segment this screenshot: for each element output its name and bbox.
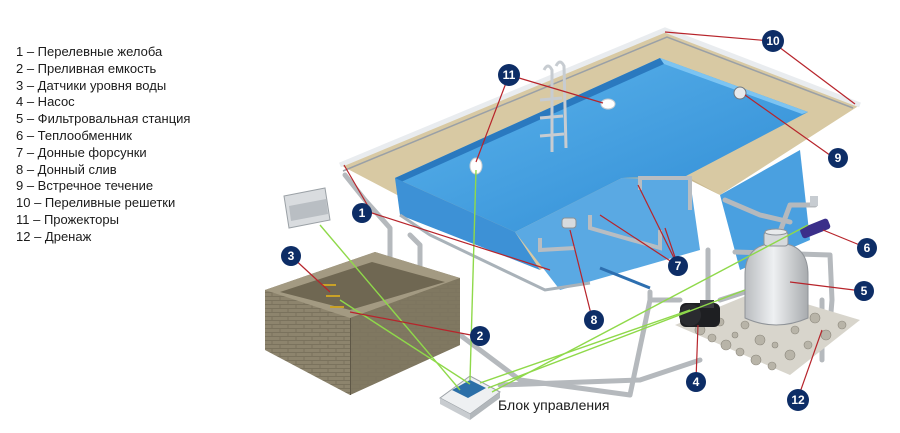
badge-12: 12 xyxy=(787,389,809,411)
legend-item: 6 – Теплообменник xyxy=(16,127,132,143)
svg-text:6: 6 xyxy=(864,241,871,255)
svg-text:4: 4 xyxy=(693,375,700,389)
svg-text:7: 7 xyxy=(675,259,682,273)
overflow-tank xyxy=(265,252,460,395)
badge-10: 10 xyxy=(762,30,784,52)
legend-item: 7 – Донные форсунки xyxy=(16,144,147,160)
legend-item: 12 – Дренаж xyxy=(16,228,92,244)
badge-5: 5 xyxy=(854,281,874,301)
svg-text:5: 5 xyxy=(861,284,868,298)
heat-exchanger xyxy=(800,196,831,239)
control-unit-label: Блок управления xyxy=(498,397,610,413)
badge-7: 7 xyxy=(668,256,688,276)
badge-11: 11 xyxy=(498,64,520,86)
pool-ladder xyxy=(539,60,568,152)
legend: 1 – Перелевные желоба 2 – Преливная емко… xyxy=(16,44,190,246)
sensor-box xyxy=(283,187,331,229)
svg-text:9: 9 xyxy=(835,151,842,165)
svg-text:12: 12 xyxy=(791,393,805,407)
legend-item: 10 – Переливные решетки xyxy=(16,195,176,211)
legend-item: 11 – Прожекторы xyxy=(16,211,119,227)
legend-item: 8 – Донный слив xyxy=(16,161,117,177)
svg-text:10: 10 xyxy=(766,34,780,48)
legend-item: 3 – Датчики уровня воды xyxy=(16,77,167,93)
filter-station xyxy=(744,228,809,326)
overflow-grate xyxy=(339,27,861,168)
badge-3: 3 xyxy=(281,246,301,266)
badge-1: 1 xyxy=(352,203,372,223)
badge-9: 9 xyxy=(828,148,848,168)
legend-item: 1 – Перелевные желоба xyxy=(16,44,163,59)
badge-2: 2 xyxy=(470,326,490,346)
pointer-lines xyxy=(290,31,868,399)
svg-text:1: 1 xyxy=(359,206,366,220)
legend-item: 5 – Фильтровальная станция xyxy=(16,111,191,127)
badge-4: 4 xyxy=(686,372,706,392)
bottom-jets xyxy=(538,176,692,253)
svg-text:8: 8 xyxy=(591,313,598,327)
water-level-sensors xyxy=(322,284,344,308)
pool-water xyxy=(395,58,808,232)
svg-text:2: 2 xyxy=(477,329,484,343)
projector xyxy=(600,98,616,110)
badge-6: 6 xyxy=(857,238,877,258)
legend-item: 2 – Преливная емкость xyxy=(16,60,157,76)
svg-text:3: 3 xyxy=(288,249,295,263)
legend-item: 9 – Встречное течение xyxy=(16,178,154,194)
legend-item: 4 – Насос xyxy=(16,94,75,110)
svg-text:11: 11 xyxy=(503,68,516,82)
counter-current-nozzle xyxy=(733,86,747,100)
control-unit xyxy=(439,375,501,420)
bottom-drain xyxy=(561,217,577,229)
badge-8: 8 xyxy=(584,310,604,330)
